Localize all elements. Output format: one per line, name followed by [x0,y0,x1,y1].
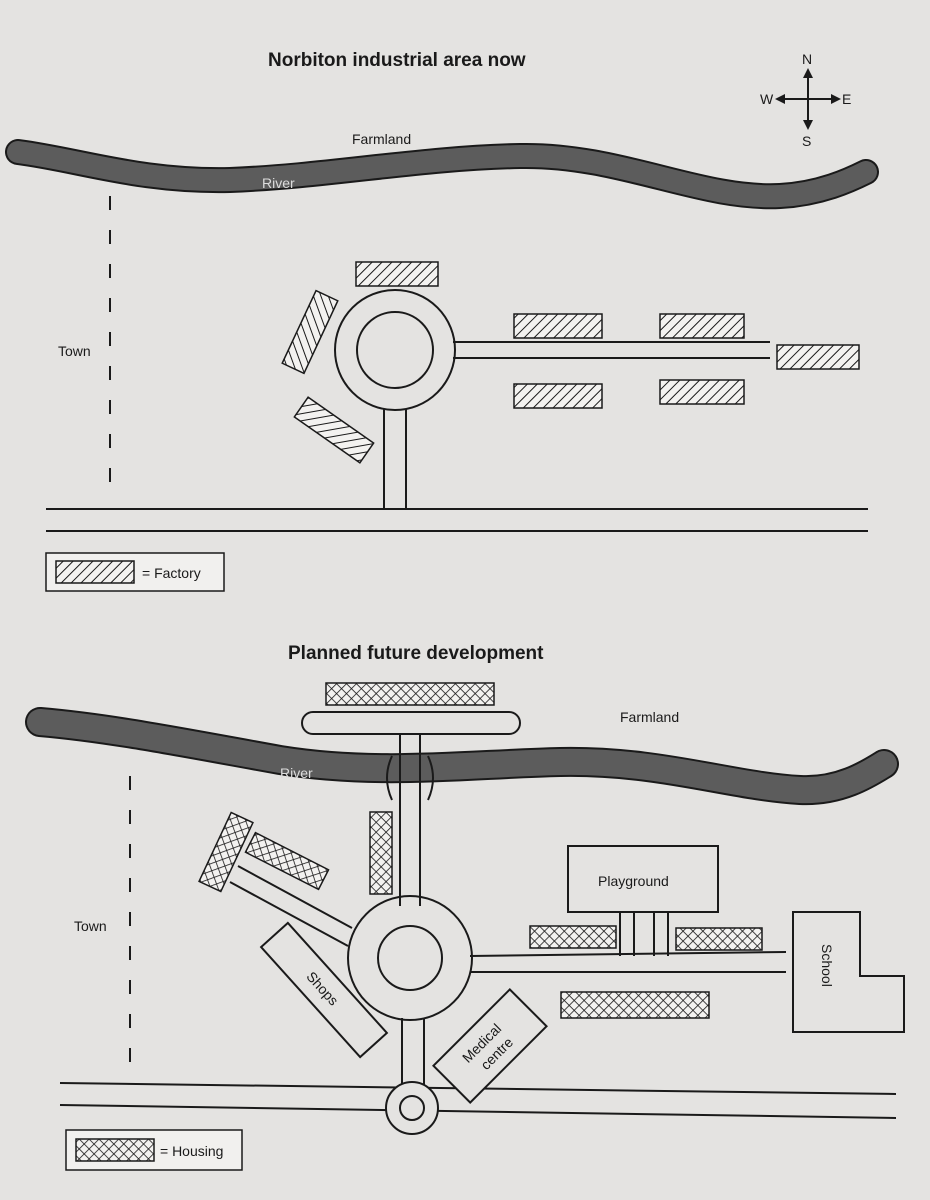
map-now-title: Norbiton industrial area now [268,50,526,71]
factory [776,344,860,370]
farmland-label: Farmland [352,131,411,147]
housing [325,682,495,706]
north-road-bridge [301,711,521,906]
factory [513,383,603,409]
compass-icon: N S W E [760,51,851,149]
school-label: School [819,944,835,987]
housing [675,927,763,951]
housing-legend-label: = Housing [160,1143,223,1159]
roads [46,289,868,532]
factory [659,379,745,405]
factory-legend-label: = Factory [142,565,201,581]
housing [369,811,393,895]
compass-east: E [842,91,851,107]
town-label: Town [58,343,91,359]
factory [513,313,603,339]
housing [244,831,330,891]
housing-legend: = Housing [65,1129,243,1171]
factory [659,313,745,339]
medical-centre [432,988,548,1104]
map-future: Planned future development Farmland Rive… [25,643,905,1171]
farmland-label: Farmland [620,709,679,725]
map-now: Norbiton industrial area now N S W E Far… [5,50,879,592]
factory-legend: = Factory [45,552,225,592]
factory [355,261,439,287]
playground-label: Playground [598,873,669,889]
river-label: River [280,765,313,781]
map-future-title: Planned future development [288,643,544,664]
river-label: River [262,175,295,191]
town-label: Town [74,918,107,934]
factory [281,289,339,375]
housing [560,991,710,1019]
playground [567,845,719,913]
housing [529,925,617,949]
compass-west: W [760,91,774,107]
shops [259,921,389,1059]
factory [293,396,375,464]
school [792,911,905,1033]
factories [281,261,860,464]
compass-north: N [802,51,812,67]
compass-south: S [802,133,811,149]
housing-blocks [198,811,763,1019]
housing [198,811,254,893]
